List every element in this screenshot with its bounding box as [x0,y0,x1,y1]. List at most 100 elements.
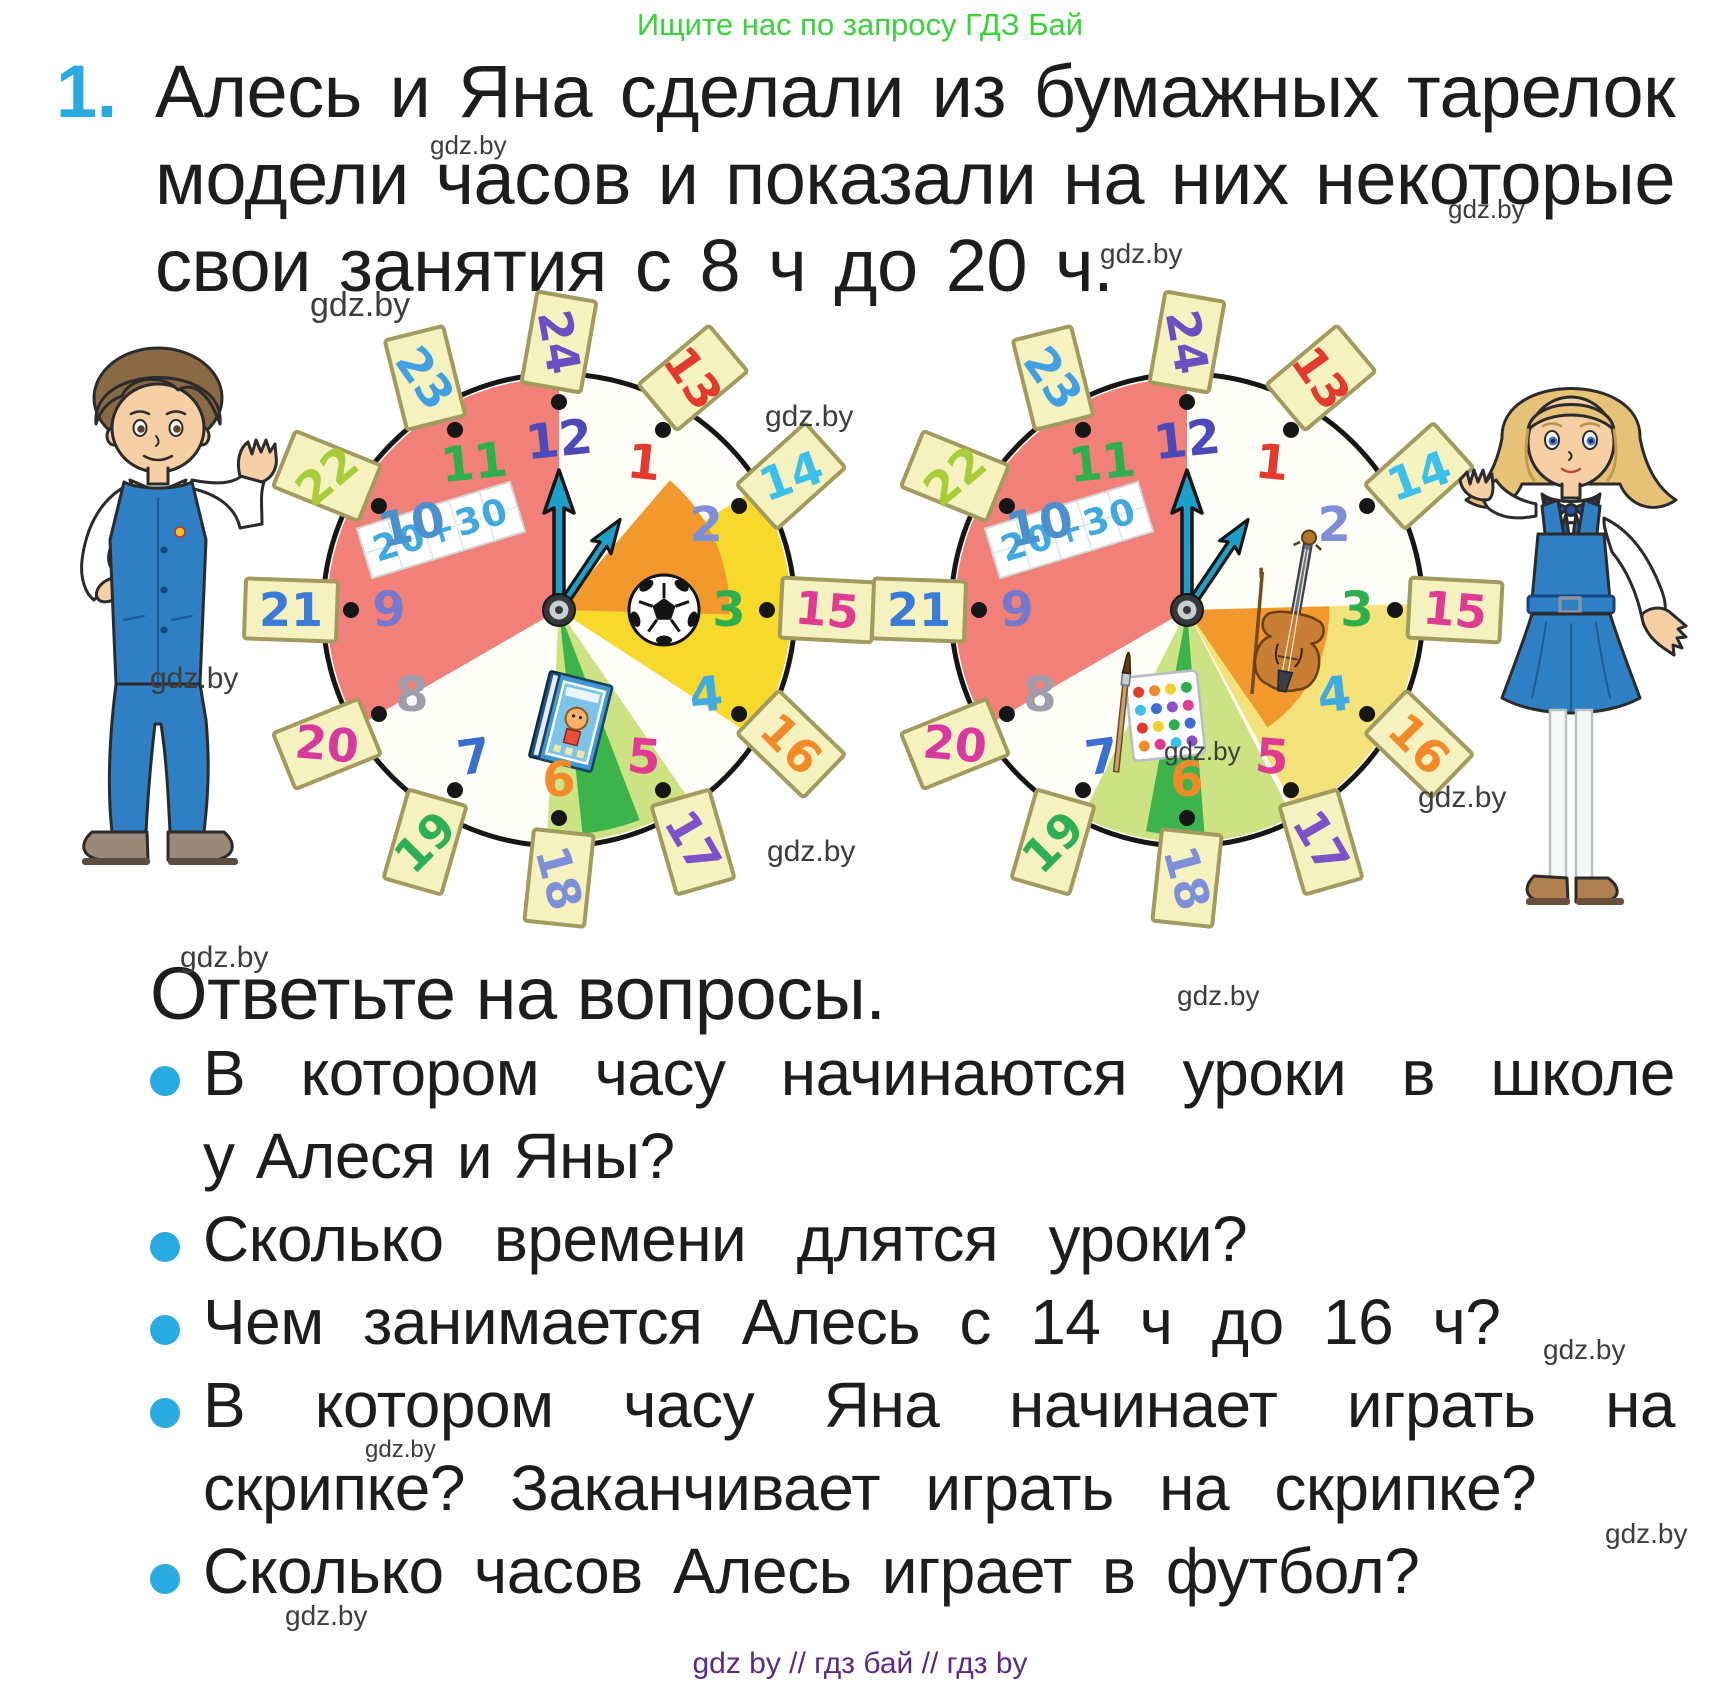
clock-numeral-11: 11 [1066,431,1138,494]
hour-tag-24: 24 [1147,289,1227,395]
book-icon [528,670,614,773]
question-3-line-1: Чем занимается Алесь с 14 ч до 16 ч? [203,1286,1501,1358]
gdz-watermark: gdz.by [1100,238,1183,269]
hour-tag-24: 24 [519,289,599,395]
hour-dot [1283,421,1299,438]
paints-icon [1124,669,1207,762]
violin-icon [1250,529,1325,695]
hour-dot [655,782,671,799]
hour-tag-23: 23 [1011,324,1095,432]
hour-dot [551,394,567,410]
boy-raised-arm [188,472,266,530]
question-bullet [150,1564,180,1594]
hour-dot [343,602,359,618]
boy-pants [107,682,210,834]
clock-numeral-10: 10 [373,491,450,560]
clock-numeral-4: 4 [687,665,726,724]
question-1-line-1: В котором часу начинаются уроки в школе [203,1037,1676,1109]
gdz-watermark: gdz.by [430,130,507,160]
clock-numeral-6: 6 [542,752,575,808]
hour-dot [998,498,1015,514]
problem-line-2: модели часов и показали на них некоторые [155,137,1676,220]
hour-dot [759,602,775,618]
girl-dress-bodice [1530,532,1612,602]
hour-tag-21: 21 [870,576,968,644]
question-bullet [150,1066,180,1096]
hour-dot [998,706,1015,722]
gdz-watermark: gdz.by [180,941,269,974]
hour-dot [971,602,987,618]
clock-numeral-8: 8 [1023,667,1056,723]
svg-text:24: 24 [527,306,591,378]
hour-tag-18: 18 [522,827,596,929]
hour-dot [1283,782,1299,799]
hour-tag-19: 19 [382,788,468,896]
boy-shoe-left [82,830,150,862]
girl-raised-hand [1458,468,1495,502]
gdz-watermark: gdz.by [1448,194,1525,224]
gdz-watermark: gdz.by [1177,980,1260,1011]
gdz-watermark: gdz.by [765,400,854,433]
hour-dot [1359,498,1376,514]
boy-fringe [94,376,222,426]
clock-numeral-5: 5 [625,728,663,787]
hour-dot [1075,421,1091,438]
question-bullet [150,1398,180,1428]
gdz-watermark: gdz.by [767,835,856,868]
problem-number: 1. [56,50,117,133]
svg-text:20: 20 [293,714,361,773]
hour-dot [370,498,387,514]
clock-numeral-2: 2 [689,497,722,553]
hour-dot [447,421,463,438]
gdz-watermark: gdz.by [1418,781,1507,814]
answer-prompt: Ответьте на вопросы. [150,952,886,1035]
hour-tag-21: 21 [242,576,340,644]
girl-tights [1548,708,1568,880]
boy-badge [174,526,186,538]
problem-line-1: Алесь и Яна сделали из бумажных тарелок [155,50,1676,133]
clock-numeral-12: 12 [523,409,595,472]
svg-text:15: 15 [793,580,861,639]
promo-header: Ищите нас по запросу ГДЗ Бай [636,7,1084,42]
clock-numeral-4: 4 [1315,665,1354,724]
hour-dot [731,706,748,722]
clock-numeral-7: 7 [1082,727,1123,787]
girl-belt-buckle [1558,596,1582,614]
clock-numeral-9: 9 [1000,582,1033,638]
svg-text:24: 24 [1155,306,1219,378]
boy-waving-hand [236,438,278,484]
clock-numeral-3: 3 [712,582,745,638]
boy-shoe-right [166,830,234,862]
question-2-line-1: Сколько времени длятся уроки? [203,1203,1248,1275]
clock-numeral-8: 8 [395,667,428,723]
hour-tag-17: 17 [650,788,736,896]
clock-numeral-9: 9 [372,582,405,638]
hour-dot [1179,810,1195,826]
girl-open-hand [1640,606,1688,657]
gdz-watermark: gdz.by [310,286,411,324]
problem-line-3: свои занятия с 8 ч до 20 ч. [155,224,1114,307]
svg-text:15: 15 [1421,580,1489,639]
hour-dot [447,782,463,799]
clock-numeral-2: 2 [1317,497,1350,553]
svg-text:20: 20 [921,714,989,773]
question-5-line-1: Сколько часов Алесь играет в футбол? [203,1535,1420,1607]
sector-football-inner [559,480,730,615]
hour-tag-15: 15 [1405,575,1505,645]
clock-numeral-7: 7 [454,727,495,787]
clock-numeral-6: 6 [1170,752,1203,808]
paintbrush-icon [1112,651,1132,773]
clock-numeral-1: 1 [1252,433,1291,492]
hour-dot [551,810,567,826]
question-bullet [150,1315,180,1345]
gdz-watermark: gdz.by [1543,1334,1626,1365]
boy-illustration [80,346,278,865]
clock-numeral-12: 12 [1151,409,1223,472]
footer-site-line: gdz by // гдз бай // гдз by [692,1647,1028,1680]
gdz-watermark: gdz.by [365,1436,436,1463]
question-bullet [150,1232,180,1262]
hour-tag-20: 20 [271,697,382,791]
gdz-watermark: gdz.by [150,662,239,695]
